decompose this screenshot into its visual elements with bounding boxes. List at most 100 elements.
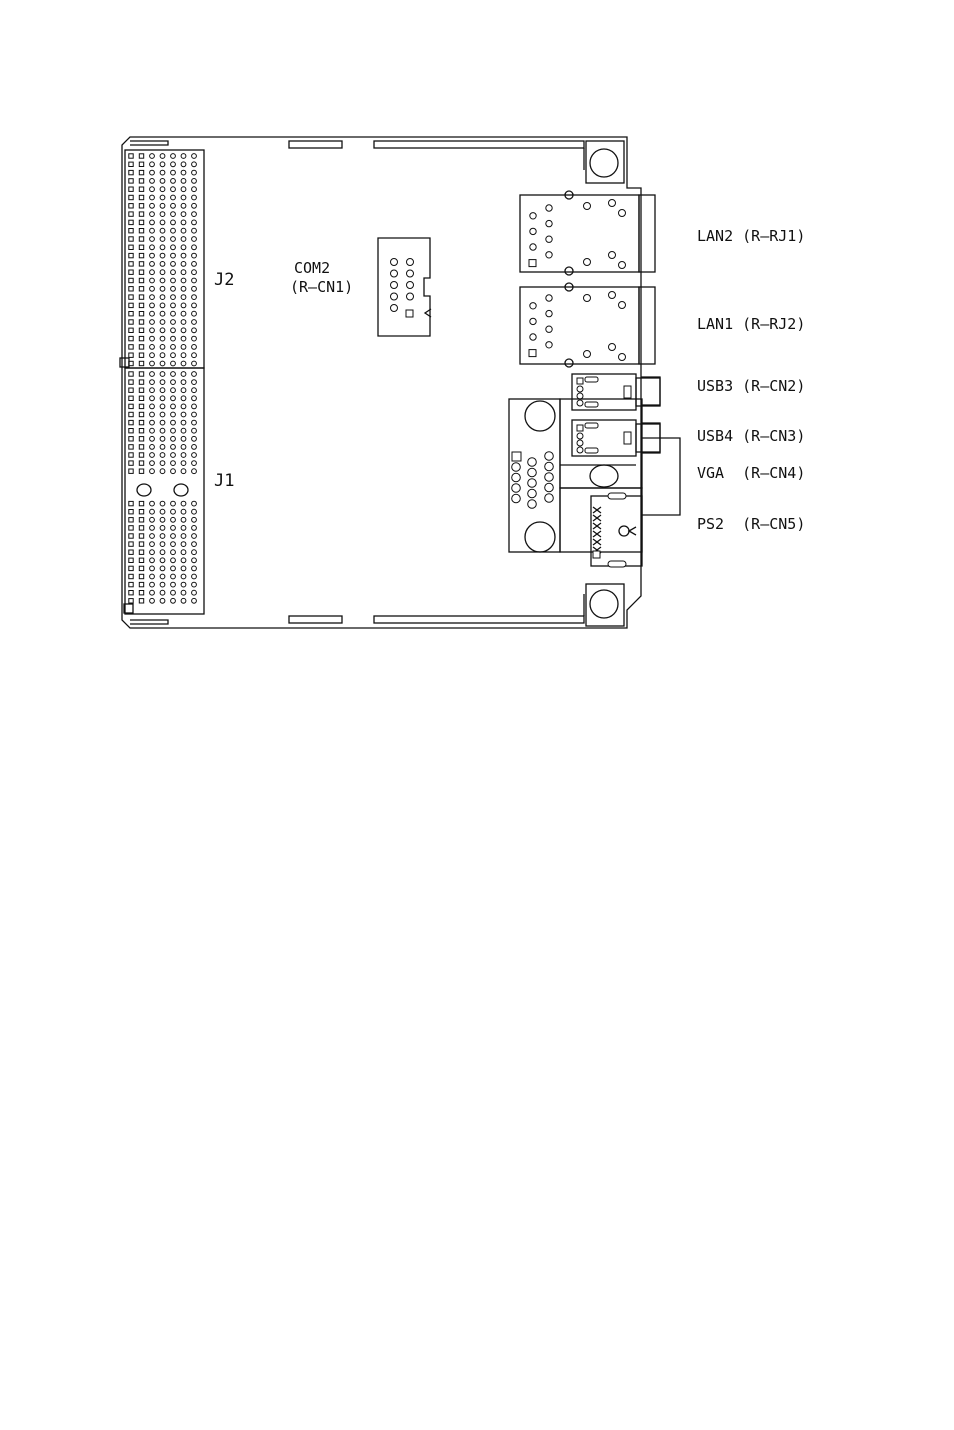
j2-pin xyxy=(192,286,197,291)
j2-pin xyxy=(171,286,176,291)
j2-pin xyxy=(160,245,165,250)
j2-pin xyxy=(150,278,155,283)
j1-pin xyxy=(171,566,176,571)
j2-pin xyxy=(150,237,155,242)
j2-pin xyxy=(139,345,143,349)
j2-pin xyxy=(160,295,165,300)
j1-pin xyxy=(181,428,186,433)
label-j2: J2 xyxy=(214,270,234,290)
com2-pin xyxy=(391,282,398,289)
label-vga: VGA (R–CN4) xyxy=(697,464,805,482)
j2-pin xyxy=(171,336,176,341)
j2-pin xyxy=(181,286,186,291)
j1-pin xyxy=(171,380,176,385)
j2-pin xyxy=(139,195,143,199)
j2-pin xyxy=(160,212,165,217)
j2-pin xyxy=(129,336,133,340)
j1-pin xyxy=(171,526,176,531)
j2-pin xyxy=(181,270,186,275)
j1-pin xyxy=(171,453,176,458)
j2-pin xyxy=(129,328,133,332)
j2-pin xyxy=(171,179,176,184)
j1-pin xyxy=(171,396,176,401)
j2-pin xyxy=(192,353,197,358)
j1-pin xyxy=(192,582,197,587)
j2-pin xyxy=(150,270,155,275)
lan-pin xyxy=(530,244,536,250)
j2-pin xyxy=(160,154,165,159)
j1-pin xyxy=(192,526,197,531)
j1-pin xyxy=(160,501,165,506)
j2-pin xyxy=(171,187,176,192)
j2-pin xyxy=(129,345,133,349)
j1-pin xyxy=(192,501,197,506)
j2-pin xyxy=(171,262,176,267)
j2-pin xyxy=(181,336,186,341)
j2-pin xyxy=(181,345,186,350)
j2-pin xyxy=(150,328,155,333)
board-inner-edge-top xyxy=(130,141,168,145)
j2-pin xyxy=(150,361,155,366)
j2-pin xyxy=(192,278,197,283)
vga-pin xyxy=(512,463,521,472)
j1-pin xyxy=(160,404,165,409)
lan-pin xyxy=(546,236,552,242)
j1-pin xyxy=(171,590,176,595)
j2-pin xyxy=(139,154,143,158)
connector-ps2 xyxy=(560,488,642,567)
j2-pin xyxy=(160,320,165,325)
j1-pin xyxy=(181,412,186,417)
j1-pin xyxy=(181,517,186,522)
j1-pin xyxy=(192,509,197,514)
j2-pin xyxy=(139,212,143,216)
j1-pin xyxy=(129,380,133,384)
ps2-pin1-square xyxy=(593,551,600,558)
j2-pin xyxy=(129,303,133,307)
j2-pin xyxy=(150,262,155,267)
j1-pin xyxy=(129,542,133,546)
lan-pin xyxy=(546,310,552,316)
j1-pin xyxy=(181,420,186,425)
leader-usb3 xyxy=(641,377,660,405)
j1-pin xyxy=(150,534,155,539)
j2-pin xyxy=(192,303,197,308)
j2-pin xyxy=(139,170,143,174)
j1-pin xyxy=(129,574,133,578)
j2-pin xyxy=(160,253,165,258)
j1-pin xyxy=(160,428,165,433)
j2-pin xyxy=(171,245,176,250)
j1-pin xyxy=(160,598,165,603)
top-slot-left xyxy=(289,141,342,148)
j1-pin xyxy=(171,388,176,393)
j2-pin xyxy=(160,361,165,366)
j1-pin xyxy=(181,501,186,506)
j2-pin xyxy=(171,253,176,258)
bottom-slot-left xyxy=(289,616,342,623)
j2-pin xyxy=(171,311,176,316)
connector-ps2-pins xyxy=(593,507,601,558)
j2-pin xyxy=(192,154,197,159)
j1-pin xyxy=(171,461,176,466)
j2-pin xyxy=(139,270,143,274)
j2-pin xyxy=(181,170,186,175)
j1-pin xyxy=(181,550,186,555)
vga-pin xyxy=(545,473,554,482)
j1-pin xyxy=(129,518,133,522)
j2-pin xyxy=(181,220,186,225)
j2-pin xyxy=(150,220,155,225)
j2-pin xyxy=(160,237,165,242)
j2-pin xyxy=(160,311,165,316)
connector-lan2 xyxy=(520,191,655,275)
j2-pin xyxy=(139,179,143,183)
j1-pin xyxy=(129,501,133,505)
j1-pin xyxy=(181,566,186,571)
j2-pin xyxy=(181,195,186,200)
com2-pin xyxy=(391,270,398,277)
j1-pin xyxy=(150,574,155,579)
j1-pin xyxy=(192,566,197,571)
j1-pin xyxy=(192,542,197,547)
j2-pin xyxy=(192,320,197,325)
j1-pin xyxy=(139,526,143,530)
j2-pin xyxy=(160,220,165,225)
lan-pin xyxy=(530,318,536,324)
